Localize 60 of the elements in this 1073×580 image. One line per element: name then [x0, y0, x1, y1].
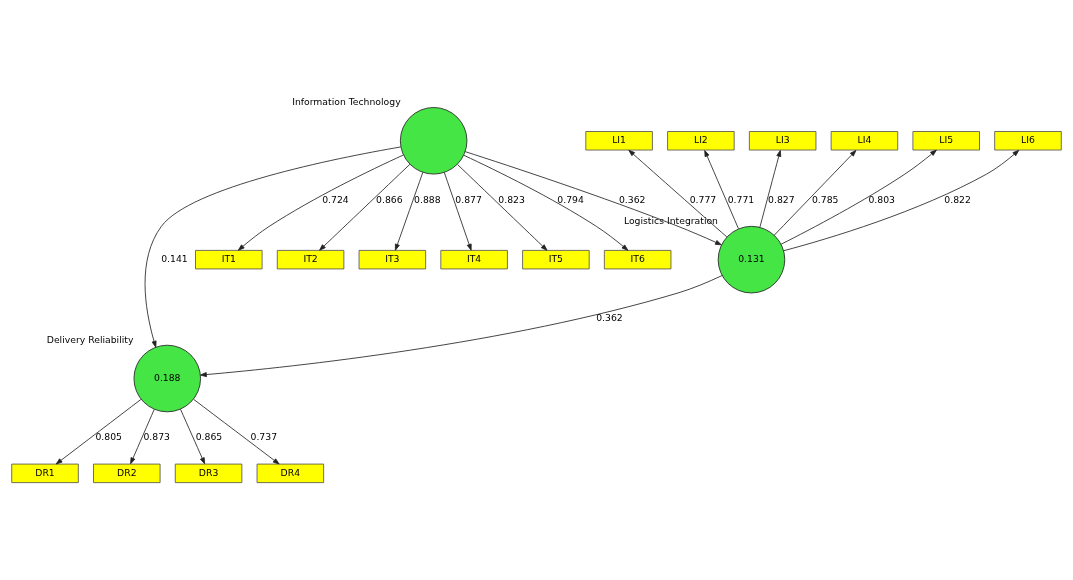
- arrow: [463, 154, 629, 251]
- arrow: [144, 146, 402, 348]
- arrow: [780, 149, 937, 245]
- arrow: [394, 172, 424, 251]
- node-box: IT2: [276, 249, 345, 270]
- arrow: [55, 398, 142, 465]
- edge-label: 0.724: [322, 193, 349, 205]
- edge-label: 0.866: [376, 193, 403, 205]
- edge-label: 0.803: [868, 193, 895, 205]
- edge-label: 0.737: [250, 431, 278, 443]
- node-box: DR1: [11, 463, 79, 484]
- node-label: Delivery Reliability: [46, 333, 134, 345]
- edge-label: 0.794: [557, 193, 584, 205]
- edge-label: 0.785: [811, 193, 839, 205]
- arrow: [783, 149, 1020, 252]
- arrow: [443, 172, 472, 251]
- node-box: IT6: [603, 249, 672, 270]
- edge-label: 0.822: [944, 193, 971, 205]
- node-circle: 0.188: [133, 344, 201, 413]
- node-label: Logistics Integration: [623, 214, 719, 226]
- edge-label: 0.827: [768, 193, 795, 205]
- arrow: [628, 149, 728, 238]
- node-box: DR3: [174, 463, 243, 484]
- arrow: [464, 151, 722, 246]
- node-label: Information Technology: [292, 95, 401, 107]
- edge-label: 0.873: [143, 431, 170, 443]
- node-box: LI6: [994, 131, 1062, 151]
- node-box: LI3: [748, 131, 817, 151]
- node-box: DR4: [256, 463, 325, 484]
- edge-label: 0.141: [161, 253, 188, 265]
- edge-label: 0.771: [727, 193, 755, 205]
- node-circle: [399, 107, 468, 175]
- edge-label: 0.888: [414, 193, 441, 205]
- node-box: DR2: [93, 463, 161, 484]
- node-box: LI2: [667, 131, 735, 151]
- edge-label: 0.877: [455, 193, 482, 205]
- node-box: LI5: [912, 131, 980, 151]
- node-box: LI4: [830, 131, 899, 151]
- arrow: [759, 150, 782, 228]
- edge-label: 0.805: [95, 431, 122, 443]
- arrow: [237, 154, 404, 251]
- edge-label: 0.362: [618, 193, 646, 205]
- arrow: [180, 408, 206, 465]
- edge-label: 0.865: [195, 431, 223, 443]
- node-circle: 0.131: [717, 225, 786, 294]
- arrow: [704, 150, 739, 230]
- arrow: [193, 398, 280, 465]
- edge-label: 0.362: [596, 312, 623, 324]
- edge-label: 0.777: [689, 193, 717, 205]
- edge-label: 0.823: [498, 193, 525, 205]
- arrow: [130, 408, 155, 465]
- arrow: [319, 163, 411, 251]
- arrow: [457, 164, 548, 251]
- node-box: LI1: [585, 131, 653, 151]
- arrow: [200, 275, 723, 378]
- node-box: IT5: [522, 249, 590, 270]
- node-box: IT3: [358, 249, 427, 270]
- arrow: [773, 150, 857, 236]
- node-box: IT4: [440, 249, 508, 270]
- node-box: IT1: [195, 249, 263, 270]
